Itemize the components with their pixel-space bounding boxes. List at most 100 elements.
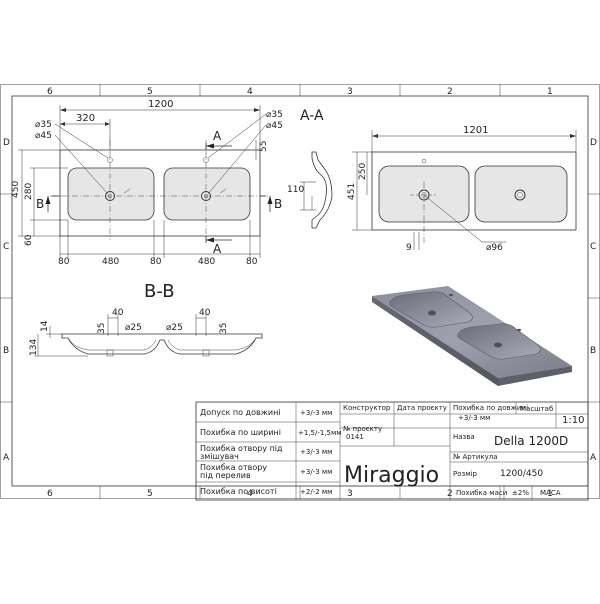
dim-dia35-right: ⌀35 (266, 110, 283, 120)
article-label: № Артикула (453, 453, 498, 461)
row-labels-right: D C B A (590, 138, 597, 463)
drain-icon (514, 189, 526, 201)
leader-line (54, 134, 109, 195)
scale-value: 1:10 (562, 415, 584, 426)
section-bb-title: B-B (144, 281, 175, 302)
scale-label: Масштаб (520, 405, 553, 413)
dim-450: 450 (11, 181, 21, 198)
dim-280: 280 (24, 183, 34, 200)
dim-tap-offset: 320 (76, 113, 95, 124)
render-tap-hole (449, 293, 453, 297)
tolerance-height-label: Похибка по висоті (200, 487, 277, 496)
tolerance-value: +3/-3 мм (458, 414, 490, 422)
tolerance-mixer-label-2: змішувач (200, 452, 239, 461)
arrow (60, 108, 66, 112)
row-label: B (3, 346, 9, 356)
mass-tolerance-value: ±2% (512, 489, 529, 497)
dim-451: 451 (347, 183, 357, 200)
right-view: 1201 451 250 9 ⌀96 (347, 125, 577, 253)
col-label: 6 (47, 87, 53, 97)
col-label: 6 (47, 489, 53, 499)
mass-label: МАСА (540, 489, 561, 497)
render-right-bowl (457, 323, 541, 360)
constructor-label: Конструктор (343, 404, 391, 412)
col-label: 2 (447, 87, 453, 97)
dim-40-b: 40 (199, 308, 211, 318)
name-label: Назва (453, 433, 475, 441)
row-label: B (590, 346, 596, 356)
dim-80-b: 80 (150, 257, 162, 267)
arrow (206, 237, 214, 243)
dim-dia45-left: ⌀45 (35, 131, 52, 141)
row-label: A (3, 453, 10, 463)
render-left-bowl (389, 291, 473, 328)
row-label: D (590, 138, 597, 148)
dim-40-a: 40 (112, 308, 124, 318)
project-no-value: 0141 (346, 433, 364, 441)
leader-line (207, 113, 267, 159)
tolerance-width-label: Похибка по ширині (200, 428, 281, 437)
arrow (570, 134, 576, 138)
title-block: Допуск по довжині +3/-3 мм Похибка по ши… (195, 401, 589, 501)
tolerance-overflow-label-2: під перелив (200, 471, 251, 480)
dim-9: 9 (406, 243, 412, 253)
render-drain-left (428, 310, 436, 316)
section-a-top: A (213, 129, 222, 143)
brand-logo: Miraggio (344, 463, 439, 488)
tolerance-length-value: +3/-3 мм (300, 409, 332, 417)
size-label: Розмір (453, 470, 477, 478)
render-side-edge (498, 366, 572, 386)
tolerance-label: Похибка по довжині (453, 404, 528, 412)
dim-110: 110 (287, 185, 304, 195)
arrow (45, 196, 51, 204)
drain-section (202, 349, 210, 357)
col-label: 4 (247, 489, 253, 499)
arrow (60, 122, 65, 126)
dim-1201: 1201 (463, 125, 488, 136)
section-aa-profile (311, 151, 333, 229)
dim-80-a: 80 (58, 257, 70, 267)
dim-35-b: 35 (219, 323, 229, 334)
dim-480-a: 480 (102, 257, 119, 267)
tap-hole (421, 158, 427, 164)
dim-60: 60 (24, 234, 34, 246)
left-overflow-slot (123, 188, 131, 194)
col-label: 1 (547, 489, 553, 499)
section-a-bottom: A (213, 242, 222, 256)
dim-80-c: 80 (246, 257, 258, 267)
countertop-outline (59, 149, 261, 237)
arrow (372, 134, 378, 138)
row-labels-left: D C B A (3, 138, 10, 463)
row-label: A (590, 453, 597, 463)
arrow (105, 122, 110, 126)
col-label: 5 (147, 489, 153, 499)
mass-tolerance-label: Похибка маси (456, 489, 507, 497)
tolerance-mixer-value: +3/-3 мм (300, 448, 332, 456)
dim-250: 250 (358, 163, 368, 180)
product-name: Della 1200D (494, 434, 568, 448)
leader-line (54, 123, 109, 159)
dim-480-b: 480 (198, 257, 215, 267)
row-label: C (3, 242, 9, 252)
leader-line (207, 124, 267, 195)
arrow (206, 143, 214, 149)
countertop-outline-right (371, 151, 577, 231)
leader-line (423, 194, 483, 243)
col-label: 1 (547, 87, 553, 97)
section-bb-inner-right (167, 337, 257, 351)
project-date-label: Дата проєкту (397, 404, 447, 412)
col-label: 5 (147, 87, 153, 97)
tolerance-overflow-label-1: Похибка отвору (200, 463, 267, 472)
dim-overall-width: 1200 (148, 99, 173, 110)
section-a-a: A-A 110 (287, 108, 333, 229)
row-label: D (3, 138, 10, 148)
dim-dia35-left: ⌀35 (35, 120, 52, 130)
right-overflow-slot (219, 188, 227, 194)
render-front-edge (372, 296, 498, 386)
top-view: 1200 320 ⌀35 ⌀45 ⌀35 ⌀45 55 450 280 60 (11, 99, 283, 267)
dim-14: 14 (40, 320, 50, 332)
dim-134: 134 (29, 339, 39, 356)
dim-dia25-b: ⌀25 (166, 323, 183, 333)
drain-section (106, 349, 114, 357)
